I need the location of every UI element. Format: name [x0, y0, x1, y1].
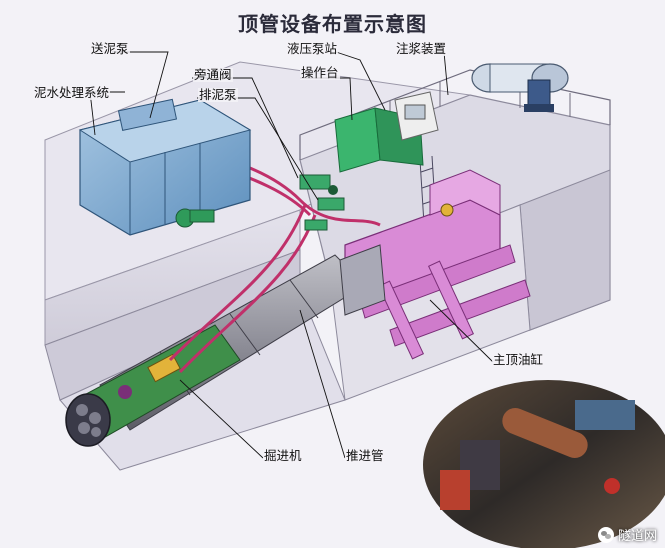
- main-jack-frame-drawing: [339, 169, 531, 360]
- label-bypass-valve: 旁通阀: [193, 67, 233, 82]
- slurry-treatment-drawing: [78, 98, 252, 236]
- label-grouting-device: 注浆装置: [395, 41, 448, 56]
- watermark: 隧道网: [597, 525, 657, 544]
- diagram-title: 顶管设备布置示意图: [238, 12, 427, 36]
- grouting-device-drawing: [471, 63, 569, 112]
- label-slurry-treatment: 泥水处理系统: [33, 85, 111, 100]
- label-hydraulic-station: 液压泵站: [286, 41, 339, 56]
- watermark-text: 隧道网: [617, 529, 657, 544]
- valve-cluster: [299, 174, 345, 231]
- wechat-icon: [597, 526, 614, 543]
- label-jacking-pipe: 推进管: [345, 448, 385, 463]
- site-photo-inset: [423, 380, 665, 548]
- label-mud-discharge-pump: 排泥泵: [198, 87, 238, 102]
- label-tunneling-machine: 掘进机: [263, 448, 303, 463]
- hydraulic-station-drawing: [334, 91, 439, 173]
- label-main-jack: 主顶油缸: [492, 352, 545, 367]
- label-mud-feed-pump: 送泥泵: [90, 41, 130, 56]
- label-console: 操作台: [300, 65, 340, 80]
